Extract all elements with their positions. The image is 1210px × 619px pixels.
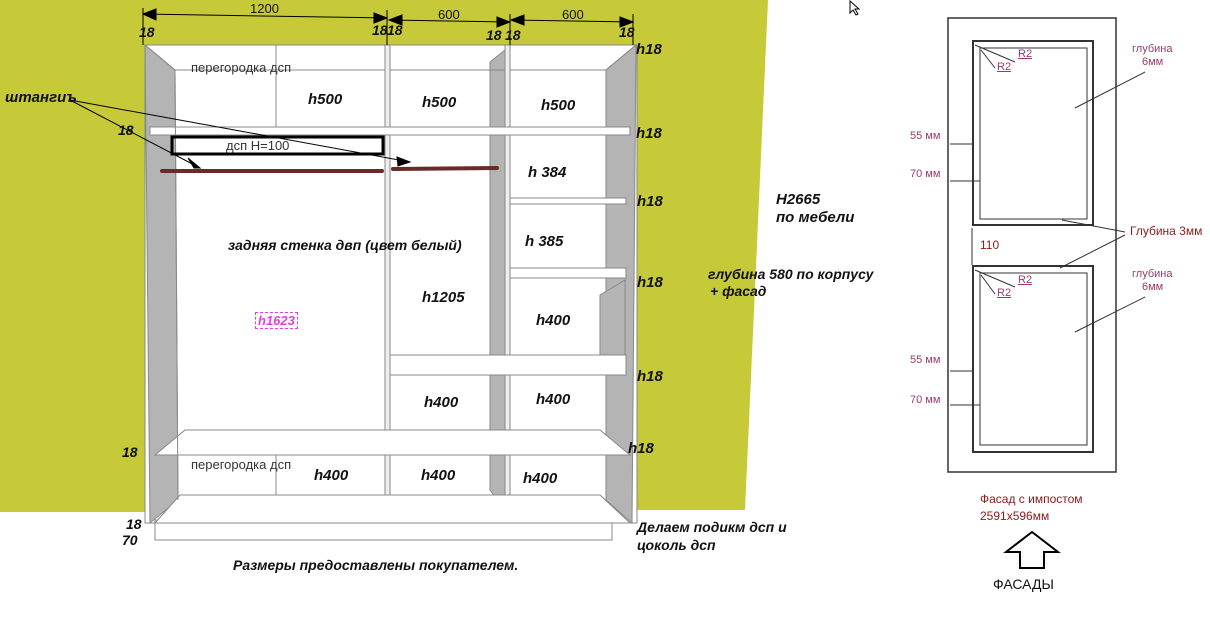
dim-55: 55 мм — [910, 354, 941, 366]
dim-thickness: 18 — [126, 516, 142, 532]
facade-caption: Фасад с импостом — [980, 492, 1083, 506]
depth-6mm-label: глубина — [1132, 268, 1173, 280]
height-label: h400 — [536, 312, 571, 329]
shelf-thickness: h18 — [637, 274, 663, 291]
back-wall-label: задняя стенка двп (цвет белый) — [228, 237, 462, 253]
depth-6mm-label: 6мм — [1142, 56, 1164, 68]
height-label: h400 — [314, 467, 349, 484]
arrow-up-icon — [1003, 530, 1061, 569]
dim-thickness: 18 — [619, 24, 635, 40]
radius-label: R2 — [997, 61, 1012, 73]
source-note: Размеры предоставлены покупателем. — [233, 557, 519, 573]
top-dimension-lines — [141, 8, 635, 45]
radius-label: R2 — [997, 287, 1012, 299]
height-label: h500 — [541, 97, 576, 114]
wardrobe-cabinet — [144, 43, 638, 541]
shelf-thickness: h18 — [628, 440, 654, 457]
facade-drawing — [947, 17, 1146, 473]
height-label: h400 — [424, 394, 459, 411]
rod-panel-label: дсп H=100 — [226, 138, 290, 153]
rod-leader-lines — [69, 99, 412, 169]
radius-label: R2 — [1018, 274, 1033, 286]
partition-label: перегородка дсп — [191, 457, 292, 472]
depth-6mm-label: глубина — [1132, 43, 1173, 55]
dim-width-2: 600 — [438, 7, 460, 22]
radius-label: R2 — [1018, 48, 1033, 60]
height-label: h400 — [421, 467, 456, 484]
facades-label: ФАСАДЫ — [993, 576, 1054, 592]
dim-thickness: 18 — [505, 27, 521, 43]
height-label: h500 — [308, 91, 343, 108]
dim-thickness: 18 — [387, 22, 403, 38]
dim-thickness: 18 — [139, 24, 155, 40]
height-label: h500 — [422, 94, 457, 111]
dim-thickness: 18 — [118, 122, 134, 138]
plinth-note: Делаем подикм дсп и — [637, 519, 787, 535]
hanging-rod-right — [391, 166, 499, 171]
height-label: h 385 — [525, 233, 564, 250]
shelf-thickness: h18 — [636, 125, 662, 142]
total-height-note: H2665 — [776, 191, 821, 208]
dim-70: 70 мм — [910, 168, 941, 180]
dim-width-3: 600 — [562, 7, 584, 22]
shelf-thickness: h18 — [636, 41, 662, 58]
depth-3mm-label: Глубина 3мм — [1130, 224, 1203, 238]
dim-width-1: 1200 — [250, 1, 279, 16]
height-label: h1205 — [422, 289, 465, 306]
dim-thickness: 18 — [486, 27, 502, 43]
shelf-thickness: h18 — [637, 368, 663, 385]
height-label: h400 — [523, 470, 558, 487]
height-label: h 384 — [528, 164, 567, 181]
partition-label: перегородка дсп — [191, 60, 292, 75]
dim-55: 55 мм — [910, 130, 941, 142]
shelf-thickness: h18 — [637, 193, 663, 210]
left-height-label: h1623 — [255, 312, 298, 329]
dim-thickness: 18 — [372, 22, 388, 38]
dim-70: 70 мм — [910, 394, 941, 406]
facade-size: 2591x596мм — [980, 509, 1050, 523]
depth-note: + фасад — [710, 283, 767, 299]
depth-6mm-label: 6мм — [1142, 281, 1164, 293]
total-height-note: по мебели — [776, 209, 855, 226]
depth-note: глубина 580 по корпусу — [708, 266, 874, 282]
rods-label: штангиъ — [5, 89, 77, 106]
cursor-icon — [849, 0, 861, 16]
impost-gap: 110 — [980, 238, 1000, 252]
plinth-note: цоколь дсп — [637, 537, 716, 553]
rod-panel — [170, 135, 385, 156]
plinth-height: 70 — [122, 532, 138, 548]
dim-thickness: 18 — [122, 444, 138, 460]
height-label: h400 — [536, 391, 571, 408]
